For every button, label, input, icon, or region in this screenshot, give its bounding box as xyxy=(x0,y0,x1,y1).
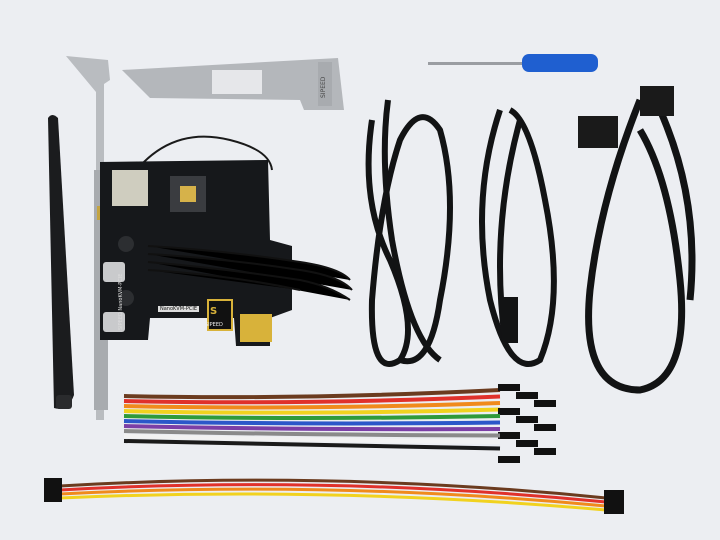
dupont-connector xyxy=(498,456,520,463)
board-label-strip: NanoKVM-PCIE xyxy=(158,306,199,312)
usb-c-cable xyxy=(479,107,557,367)
screwdriver xyxy=(428,54,598,72)
pcie-gold-fingers xyxy=(240,314,272,342)
rainbow-jumper-ribbon xyxy=(123,384,556,463)
dupont-connector xyxy=(498,384,520,391)
ribbon-wire xyxy=(123,429,501,438)
ribbon-wire xyxy=(123,419,501,426)
ethernet-port xyxy=(112,170,148,206)
button xyxy=(118,236,134,252)
bracket-text: SIPEED xyxy=(320,76,327,98)
dupont-connector xyxy=(534,424,556,431)
dupont-connector xyxy=(516,440,538,447)
antenna xyxy=(48,115,74,409)
ribbon-wire xyxy=(123,407,501,415)
usb-cable xyxy=(365,99,453,367)
usb-c-port xyxy=(103,262,125,282)
logo-letter: S xyxy=(210,306,218,317)
ribbon-wire xyxy=(123,388,501,400)
ribbon-wire xyxy=(123,434,501,444)
usb-c-port xyxy=(103,312,125,332)
ribbon-wire xyxy=(123,401,501,410)
dupont-connector xyxy=(516,416,538,423)
sipeed-logo xyxy=(207,299,233,331)
kvm-board xyxy=(100,160,353,346)
dupont-connector xyxy=(534,448,556,455)
ribbon-wire xyxy=(123,414,501,420)
ribbon-wire xyxy=(123,394,501,405)
ribbon-wire xyxy=(123,424,501,432)
board-vertical-label: SIPEED NanoKVM-PCIE xyxy=(118,273,124,330)
orange-jumper-wires xyxy=(44,478,624,514)
hdmi-cable xyxy=(578,86,696,394)
dupont-connector xyxy=(534,400,556,407)
ribbon-wire xyxy=(123,439,501,451)
dupont-connector xyxy=(498,432,520,439)
logo-text: SIPEED xyxy=(205,322,223,328)
button xyxy=(118,290,134,306)
dupont-connector xyxy=(498,408,520,415)
low-profile-bracket xyxy=(122,58,344,110)
dupont-connector xyxy=(516,392,538,399)
